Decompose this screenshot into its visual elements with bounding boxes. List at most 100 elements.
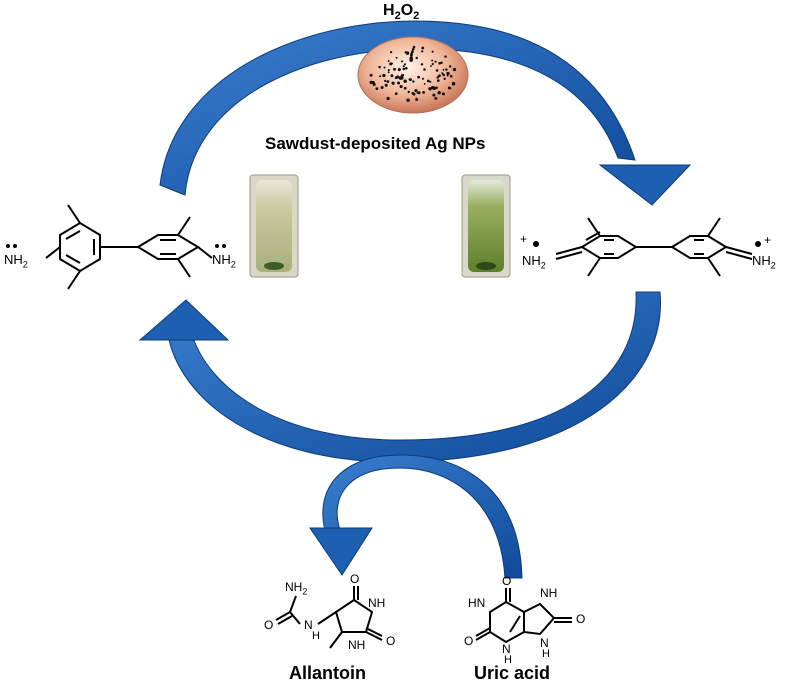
uric-n-3: N [502, 642, 511, 656]
catalyst-dot [403, 63, 407, 66]
product-branch-arrow [309, 454, 523, 579]
right-mol-left-nh: NH [522, 253, 541, 268]
catalyst-dot [394, 76, 398, 80]
right-mol-right-nh: NH [752, 253, 771, 268]
allantoin-n1: N [368, 596, 377, 610]
catalyst-dot [430, 86, 435, 90]
catalyst-dot [452, 67, 457, 72]
allantoin-name: Allantoin [289, 663, 366, 683]
catalyst-dot [402, 65, 405, 68]
catalyst-dot [434, 60, 437, 63]
catalyst-dot [415, 98, 419, 101]
left-amine-nh: NH [4, 252, 23, 267]
oxidant-o: O [400, 2, 414, 19]
catalyst-dot [412, 80, 415, 83]
allantoin-nh-bottom: NH [348, 638, 365, 652]
allantoin-nh2: NH2 [285, 580, 307, 596]
catalyst-dot [390, 74, 394, 78]
tmb-reduced-structure [45, 204, 213, 290]
catalyst-dot [400, 76, 404, 80]
catalyst-dot [408, 78, 411, 81]
tmb-oxidized-structure [555, 217, 753, 277]
catalyst-dot [391, 62, 393, 65]
catalyst-dot [406, 98, 410, 102]
catalyst-dot [400, 74, 404, 77]
bottom-arrow-head [138, 299, 230, 341]
right-mol-right-amine: NH2 [752, 253, 776, 271]
catalyst-dot [382, 73, 386, 78]
catalyst-dot [434, 96, 438, 100]
catalyst-dot [369, 73, 373, 77]
left-mol-right-amine: NH2 [212, 252, 236, 270]
tmb-right-radical-dots [533, 241, 761, 247]
right-mol-left-charge: + [520, 232, 528, 246]
catalyst-dot [405, 51, 410, 55]
catalyst-dot [449, 87, 452, 90]
catalyst-dot [431, 59, 434, 62]
catalyst-dot [416, 91, 419, 94]
uric-o-top: O [502, 574, 512, 588]
uric-acid-name: Uric acid [474, 663, 551, 683]
catalyst-dot [386, 80, 390, 83]
uric-hn-1: HN [468, 596, 485, 610]
oxidant-h: H [383, 2, 395, 19]
allantoin-h1: H [376, 596, 386, 610]
catalyst-dot [423, 68, 426, 71]
catalyst-dot [441, 92, 445, 96]
catalyst-dot [446, 74, 449, 77]
catalyst-dot [411, 50, 414, 54]
right-mol-right-charge: + [764, 233, 772, 247]
catalyst-dot [421, 46, 425, 50]
catalyst-dot [421, 50, 424, 53]
catalyst-dot [445, 68, 448, 71]
catalyst-dot [436, 76, 439, 79]
catalyst-dot [447, 72, 450, 75]
catalyst-dot [437, 74, 441, 78]
top-cycle-arrow [159, 20, 692, 206]
uric-acid-structure [475, 588, 572, 644]
catalyst-dot [438, 62, 441, 65]
catalyst-dot [404, 66, 408, 70]
catalyst-dot [437, 91, 441, 95]
tmb-left-lone-pairs [6, 244, 226, 248]
catalyst-dot [431, 62, 434, 66]
catalyst-dot [420, 63, 424, 66]
right-mol-left-amine: NH2 [522, 253, 546, 271]
uric-o-left: O [464, 634, 474, 648]
right-amine-nh: NH [212, 252, 231, 267]
catalyst-dot [369, 80, 373, 85]
left-amine-sub: 2 [22, 259, 28, 270]
catalyst-dot [391, 81, 395, 85]
catalyst-dot [383, 66, 386, 69]
catalyst-dot [442, 73, 446, 77]
oxidant-label: H2O2 [383, 2, 419, 22]
catalyst-dot [393, 67, 396, 71]
catalyst-dot [429, 80, 432, 83]
catalyst-dot [417, 75, 420, 79]
catalyst-dot [412, 45, 416, 49]
catalyst-dot [430, 65, 432, 67]
allantoin-n2: N [304, 618, 313, 632]
catalyst-dot [421, 77, 425, 80]
catalyst-particle [357, 36, 469, 114]
catalyst-dot [384, 83, 388, 87]
catalyst-dot [436, 79, 440, 82]
allantoin-o-right: O [386, 634, 396, 648]
right-mol-left-sub: 2 [540, 260, 546, 271]
catalyst-dot [410, 52, 413, 56]
catalyst-dot [422, 91, 425, 94]
catalyst-dot [395, 56, 398, 59]
catalyst-dot [432, 93, 436, 97]
catalyst-dot [451, 81, 456, 86]
uric-h1: H [468, 596, 477, 610]
branch-arrow-head [309, 527, 373, 576]
catalyst-dot [394, 92, 398, 96]
catalyst-dot [407, 90, 410, 94]
catalyst-dot [384, 79, 387, 83]
right-mol-right-sub: 2 [770, 260, 776, 271]
catalyst-dot [397, 81, 400, 85]
uric-h-4: H [542, 648, 550, 660]
catalyst-dot [414, 89, 418, 93]
